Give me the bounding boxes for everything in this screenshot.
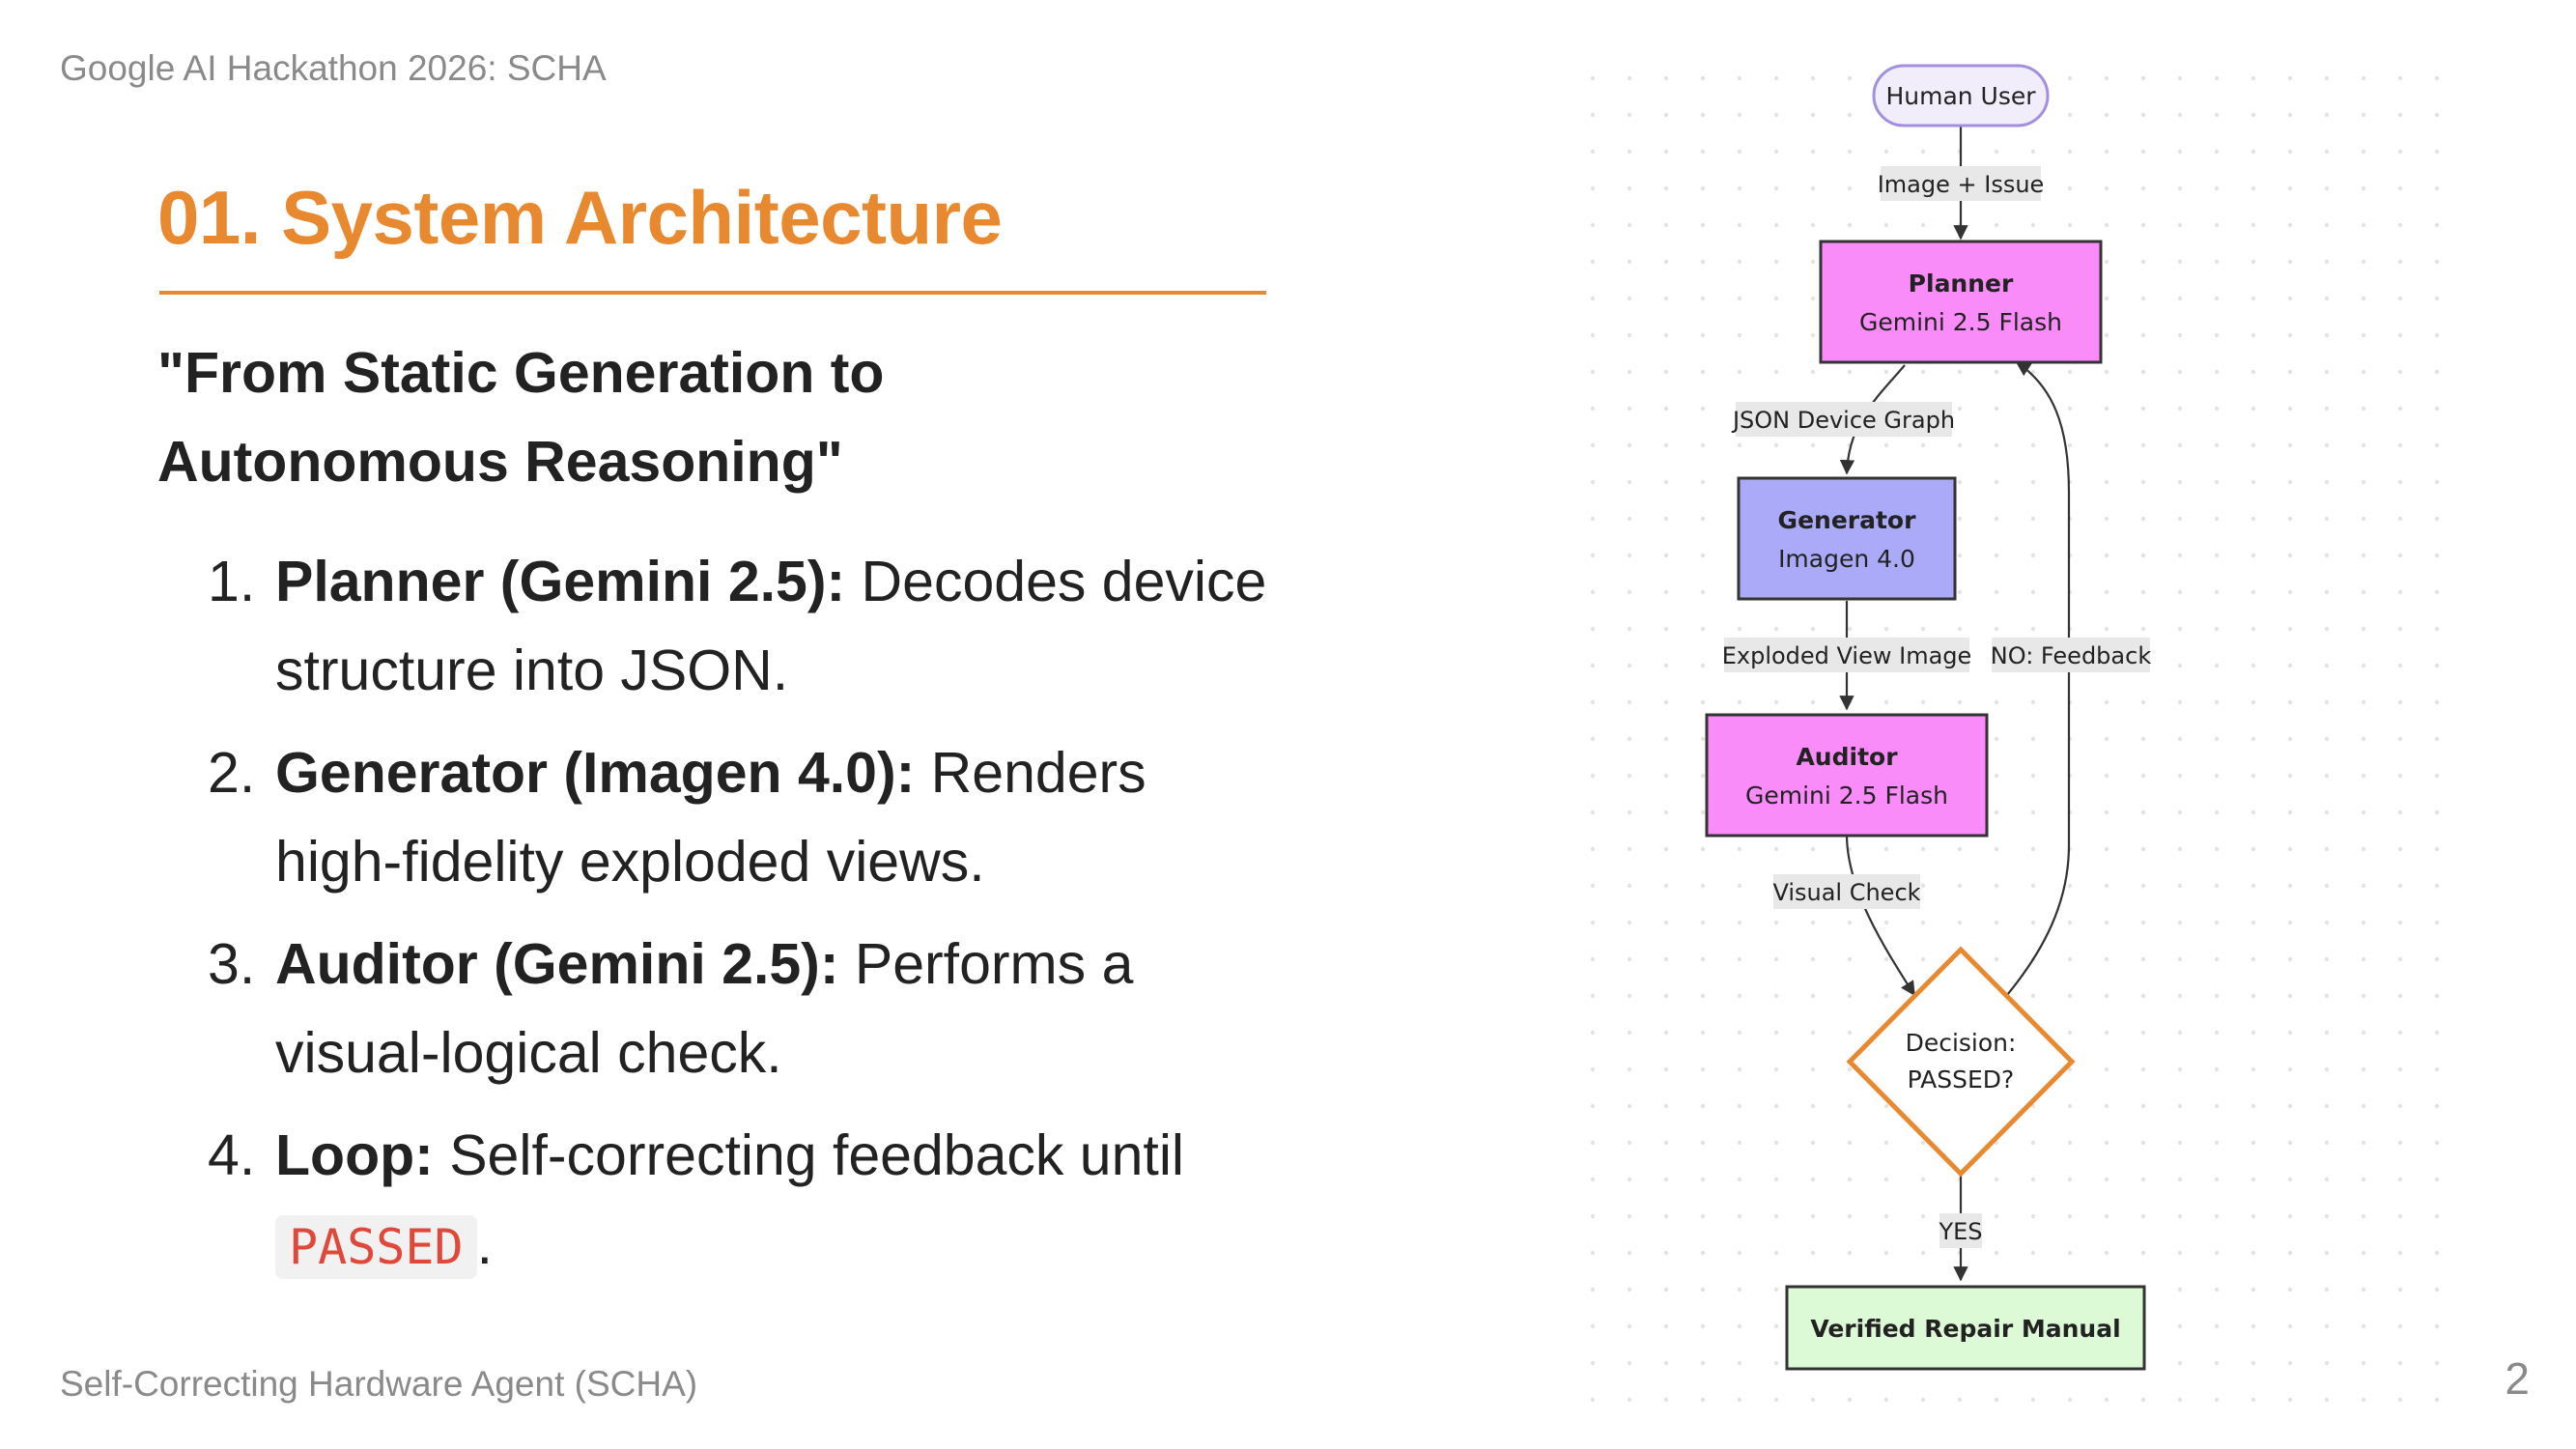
step-auditor: 3. Auditor (Gemini 2.5): Performs a visu… xyxy=(157,920,1268,1097)
page-number: 2 xyxy=(2505,1353,2530,1404)
subtitle-quote: "From Static Generation to Autonomous Re… xyxy=(157,328,1220,506)
svg-text:Image + Issue: Image + Issue xyxy=(1878,171,2045,198)
edge-label-visual-check: Visual Check xyxy=(1772,874,1921,909)
svg-text:Visual Check: Visual Check xyxy=(1772,879,1920,906)
step-text: Renders high-fidelity exploded views. xyxy=(275,741,1146,894)
step-text: Decodes device structure into JSON. xyxy=(275,550,1267,702)
title-divider xyxy=(159,291,1266,295)
step-number: 2. xyxy=(208,741,256,805)
node-verified-repair-manual: Verified Repair Manual xyxy=(1785,1285,2146,1371)
svg-text:Gemini 2.5 Flash: Gemini 2.5 Flash xyxy=(1859,308,2062,336)
node-decision-passed: Decision: PASSED? xyxy=(1846,946,2076,1178)
step-suffix: . xyxy=(476,1212,494,1276)
svg-text:Gemini 2.5 Flash: Gemini 2.5 Flash xyxy=(1745,781,1948,810)
step-heading: Loop: xyxy=(275,1123,434,1187)
step-heading: Generator (Imagen 4.0): xyxy=(275,741,916,805)
edge-label-json-device-graph: JSON Device Graph xyxy=(1731,402,1955,437)
edge-label-yes: YES xyxy=(1938,1213,1983,1248)
node-auditor: Auditor Gemini 2.5 Flash xyxy=(1705,713,1989,838)
edge-decision-feedback-loop xyxy=(2006,361,2071,996)
quote-line-1: "From Static Generation to xyxy=(157,341,885,405)
quote-line-2: Autonomous Reasoning" xyxy=(157,430,843,494)
footer-label: Self-Correcting Hardware Agent (SCHA) xyxy=(60,1364,698,1404)
node-generator: Generator Imagen 4.0 xyxy=(1737,476,1957,601)
step-text: Performs a visual-logical check. xyxy=(275,932,1134,1085)
svg-text:Verified Repair Manual: Verified Repair Manual xyxy=(1810,1315,2120,1343)
edge-auditor-to-decision xyxy=(1845,834,1915,997)
svg-text:PASSED?: PASSED? xyxy=(1908,1065,2015,1094)
svg-text:Exploded View Image: Exploded View Image xyxy=(1722,642,1972,669)
header-label: Google AI Hackathon 2026: SCHA xyxy=(60,48,607,88)
svg-text:NO: Feedback: NO: Feedback xyxy=(1991,642,2152,669)
slide-title: 01. System Architecture xyxy=(157,175,1003,260)
node-planner: Planner Gemini 2.5 Flash xyxy=(1819,240,2103,364)
step-loop: 4. Loop: Self-correcting feedback until … xyxy=(157,1111,1268,1292)
svg-text:YES: YES xyxy=(1938,1218,1982,1245)
steps-list: 1. Planner (Gemini 2.5): Decodes device … xyxy=(157,537,1268,1305)
svg-text:Auditor: Auditor xyxy=(1796,743,1898,771)
edge-label-image-issue: Image + Issue xyxy=(1878,166,2045,201)
step-number: 4. xyxy=(208,1123,256,1187)
edge-label-no-feedback: NO: Feedback xyxy=(1991,638,2152,672)
svg-text:Imagen 4.0: Imagen 4.0 xyxy=(1778,545,1915,573)
passed-code-badge: PASSED xyxy=(275,1215,477,1279)
step-text: Self-correcting feedback until xyxy=(433,1123,1185,1187)
step-planner: 1. Planner (Gemini 2.5): Decodes device … xyxy=(157,537,1268,715)
svg-text:Human User: Human User xyxy=(1885,82,2036,110)
svg-text:JSON Device Graph: JSON Device Graph xyxy=(1731,407,1955,434)
step-generator: 2. Generator (Imagen 4.0): Renders high-… xyxy=(157,728,1268,906)
step-heading: Planner (Gemini 2.5): xyxy=(275,550,846,613)
step-heading: Auditor (Gemini 2.5): xyxy=(275,932,839,996)
svg-text:Decision:: Decision: xyxy=(1906,1029,2017,1057)
node-human-user: Human User xyxy=(1872,64,2050,128)
svg-text:Planner: Planner xyxy=(1909,270,2014,298)
step-number: 1. xyxy=(208,550,256,613)
edge-label-exploded-view-image: Exploded View Image xyxy=(1722,638,1972,672)
step-number: 3. xyxy=(208,932,256,996)
svg-text:Generator: Generator xyxy=(1778,506,1917,534)
